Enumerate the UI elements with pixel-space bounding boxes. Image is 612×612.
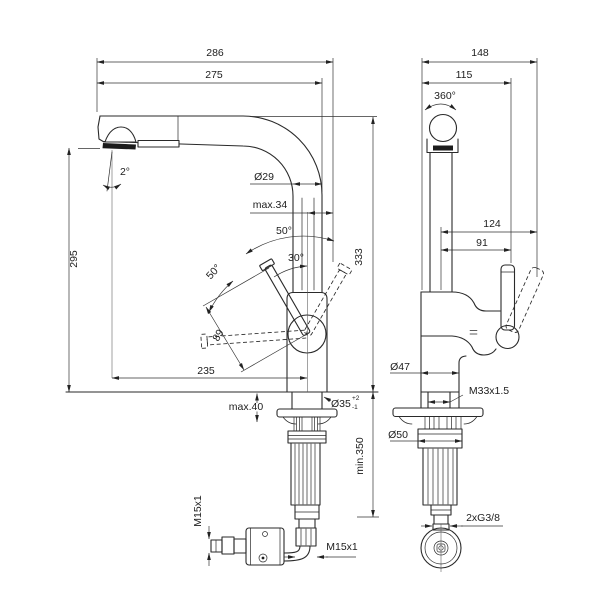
dim-swing-side: 50° xyxy=(204,262,224,282)
dim-swing-upper: 50° xyxy=(276,225,292,237)
dim-handle-overhang: max.34 xyxy=(253,199,288,211)
side-view-outline xyxy=(392,113,544,572)
dim-body-diameter: Ø47 xyxy=(390,361,410,373)
dim-total-depth: 148 xyxy=(471,47,489,59)
cartridge-ball xyxy=(287,314,327,354)
side-view-dimensions xyxy=(390,58,538,528)
mounting-block xyxy=(417,428,463,449)
dim-handle-depth: 91 xyxy=(476,237,488,249)
base-flange-side xyxy=(392,407,484,418)
dim-spout-projection: 275 xyxy=(205,69,223,81)
dim-hole-tol-plus: +2 xyxy=(352,395,360,402)
hose-fitting xyxy=(295,527,317,547)
base-flange xyxy=(276,408,338,418)
front-view: 286 275 295 2° Ø29 max.34 333 50° 30° 50… xyxy=(65,47,379,566)
aerator-outlet xyxy=(102,143,136,150)
dim-spout-reach: 235 xyxy=(197,365,215,377)
dim-deck-thickness: max.40 xyxy=(229,401,264,413)
dim-spout-diameter: Ø29 xyxy=(254,171,274,183)
side-handle xyxy=(495,264,544,350)
dim-total-height: 333 xyxy=(353,248,365,266)
dim-handle-length: 89 xyxy=(210,327,226,343)
spray-head-dome xyxy=(104,126,137,143)
dim-open-angle: 30° xyxy=(288,252,304,264)
side-handle-lifted xyxy=(505,266,544,333)
dim-outlet-height: 295 xyxy=(68,250,80,268)
hose-weight-end-view xyxy=(420,524,462,572)
dim-hole-tol-minus: -1 xyxy=(352,404,358,411)
dim-outlet-angle: 2° xyxy=(120,166,130,178)
dim-supply-connection: 2xG3/8 xyxy=(466,512,500,524)
dim-handle-depth-open: 124 xyxy=(483,218,501,230)
dim-hole-diameter: Ø35 xyxy=(331,398,351,410)
check-valve-body xyxy=(245,527,285,566)
dim-body-depth: 115 xyxy=(456,69,473,81)
aerator-outlet-side xyxy=(433,145,453,151)
pullout-sleeve xyxy=(137,139,180,148)
spray-head-side xyxy=(428,113,458,143)
dim-base-diameter: Ø50 xyxy=(388,429,408,441)
dim-hose-connector-thread: M15x1 xyxy=(326,541,358,553)
dim-swivel-range: 360° xyxy=(434,90,456,102)
dim-shank-thread: M33x1.5 xyxy=(469,385,509,397)
front-view-dimensions xyxy=(67,58,379,566)
dim-total-projection: 286 xyxy=(206,47,224,59)
dim-hose-length-min: min.350 xyxy=(354,437,366,475)
dim-check-valve-thread: M15x1 xyxy=(192,495,204,527)
mounting-nut xyxy=(287,430,327,444)
side-view: 148 115 360° 124 91 Ø47 M33x1.5 Ø50 2xG3… xyxy=(388,47,544,572)
